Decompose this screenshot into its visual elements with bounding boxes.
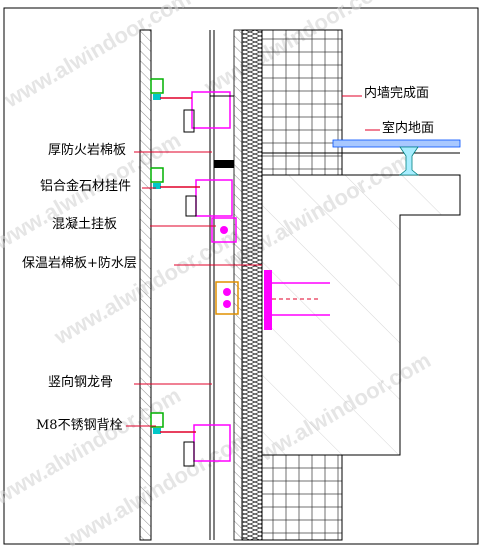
bracket-upper <box>150 78 234 133</box>
floor-support <box>398 146 420 176</box>
label-insulation: 保温岩棉板+防水层 <box>22 256 137 271</box>
label-concrete-panel: 混凝土挂板 <box>52 217 118 232</box>
brick-wall-upper <box>261 29 343 176</box>
label-fire-rock-wool: 厚防火岩棉板 <box>48 143 127 158</box>
brick-wall-lower <box>261 454 343 541</box>
floor-finish <box>332 139 461 148</box>
label-steel-keel: 竖向钢龙骨 <box>48 375 114 390</box>
slab-anchor <box>215 270 330 330</box>
label-m8-bolt: M8不锈钢背栓 <box>36 418 123 433</box>
label-al-stone-hanger: 铝合金石材挂件 <box>40 179 132 194</box>
insulation-layer <box>241 29 263 541</box>
label-interior-floor: 室内地面 <box>382 121 435 136</box>
bracket-lower <box>150 412 231 467</box>
bracket-middle <box>150 167 237 243</box>
frame-border <box>3 7 479 545</box>
label-interior-wall: 内墙完成面 <box>364 86 430 101</box>
fire-stop-cap <box>214 160 234 168</box>
watermark-1: www.alwindoor.com <box>0 0 195 113</box>
stone-panel <box>139 29 152 541</box>
leader-lines <box>126 95 380 427</box>
